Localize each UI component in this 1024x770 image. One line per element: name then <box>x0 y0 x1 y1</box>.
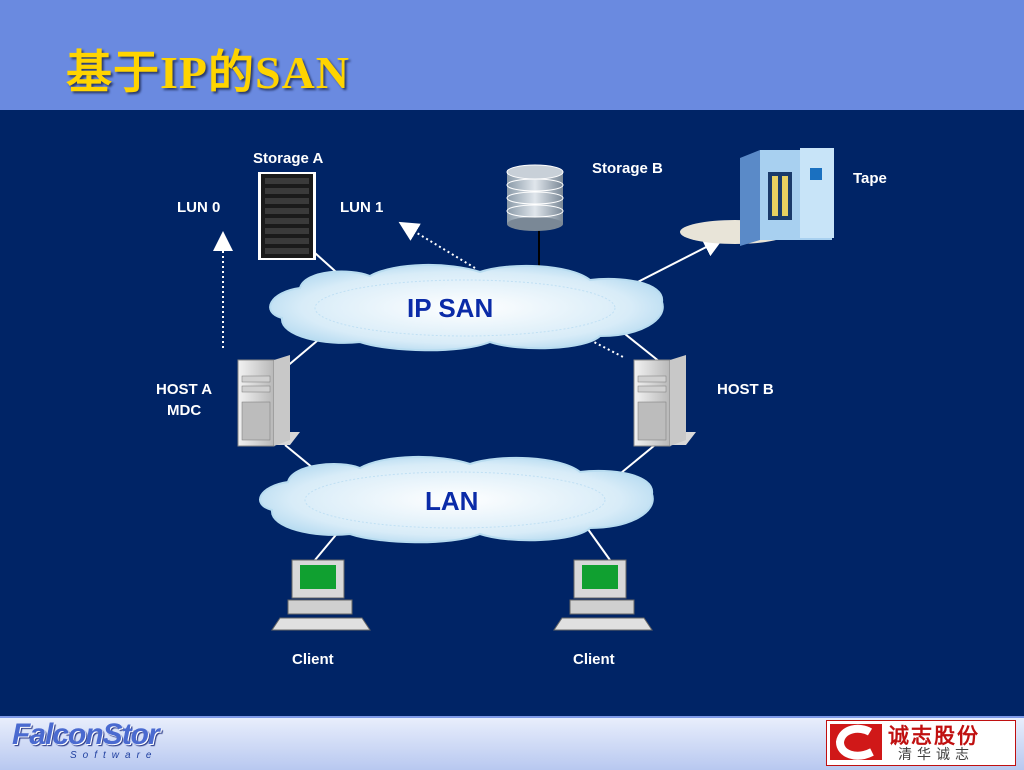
company-name: 诚志股份 <box>888 725 980 748</box>
ip-san-label: IP SAN <box>407 293 494 323</box>
host-a-mdc-label: MDC <box>167 402 202 419</box>
lan-cloud <box>259 455 654 544</box>
tape-label: Tape <box>853 170 887 187</box>
falconstor-logo: FalconStor <box>12 718 160 751</box>
client-right-link <box>584 524 611 561</box>
c-letter-icon <box>835 724 874 760</box>
lun1-label: LUN 1 <box>340 199 384 216</box>
client-left-computer-icon <box>271 559 371 631</box>
lun0-label: LUN 0 <box>177 199 221 216</box>
slide-title: 基于IP的SAN <box>66 47 351 98</box>
storage-a-rack-icon <box>258 172 316 260</box>
lun1-dotted-arrow <box>398 221 476 269</box>
falconstor-subtitle: Software <box>70 750 158 761</box>
company-subtitle: 清华诚志 <box>898 746 974 762</box>
client-left-label: Client <box>292 651 334 668</box>
ip-san-cloud <box>269 263 664 352</box>
tape-library-icon <box>680 148 834 246</box>
host-a-label: HOST A <box>156 381 213 398</box>
storage-b-database-icon <box>506 164 564 231</box>
host-a-server-icon <box>237 355 300 447</box>
host-b-server-icon <box>633 355 696 447</box>
host-b-label: HOST B <box>717 381 774 398</box>
storage-a-label: Storage A <box>253 150 324 167</box>
storage-b-label: Storage B <box>592 160 663 177</box>
title-bar <box>0 0 1024 110</box>
company-logo-icon <box>830 724 882 760</box>
host-b-san-link <box>619 329 661 363</box>
lan-label: LAN <box>425 486 479 516</box>
host-b-dotted-line <box>589 339 626 359</box>
client-right-label: Client <box>573 651 615 668</box>
client-right-computer-icon <box>553 559 653 631</box>
